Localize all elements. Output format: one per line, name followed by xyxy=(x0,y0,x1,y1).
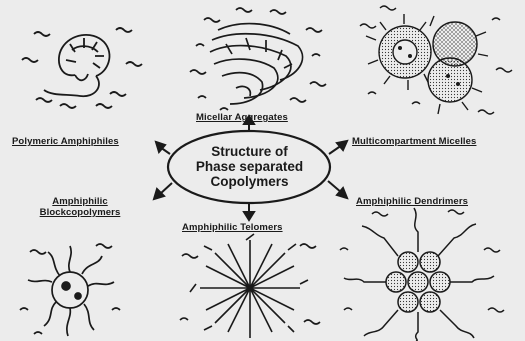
label-amphiphilic-blockcopolymers-line-2: Blockcopolymers xyxy=(18,207,142,218)
center-title-line-3: Copolymers xyxy=(172,174,327,189)
block-copolymer-micelle-figure xyxy=(20,244,120,336)
center-title: Structure of Phase separated Copolymers xyxy=(172,144,327,189)
label-amphiphilic-blockcopolymers-line-1: Amphiphilic xyxy=(18,196,142,207)
polymeric-amphiphile-figure xyxy=(22,28,142,108)
dendrimer-figure xyxy=(340,208,504,341)
multicompartment-micelles-figure xyxy=(360,6,512,114)
label-multicompartment-micelles: Multicompartment Micelles xyxy=(352,136,476,147)
telomer-star-figure xyxy=(180,234,320,338)
center-title-line-1: Structure of xyxy=(172,144,327,159)
center-title-line-2: Phase separated xyxy=(172,159,327,174)
label-amphiphilic-dendrimers: Amphiphilic Dendrimers xyxy=(356,196,468,207)
label-micellar-aggregates: Micellar Aggregates xyxy=(196,112,288,123)
label-amphiphilic-blockcopolymers: Amphiphilic Blockcopolymers xyxy=(18,196,142,218)
label-polymeric-amphiphiles: Polymeric Amphiphiles xyxy=(12,136,119,147)
micellar-aggregates-figure xyxy=(190,8,326,110)
label-amphiphilic-telomers: Amphiphilic Telomers xyxy=(182,222,283,233)
